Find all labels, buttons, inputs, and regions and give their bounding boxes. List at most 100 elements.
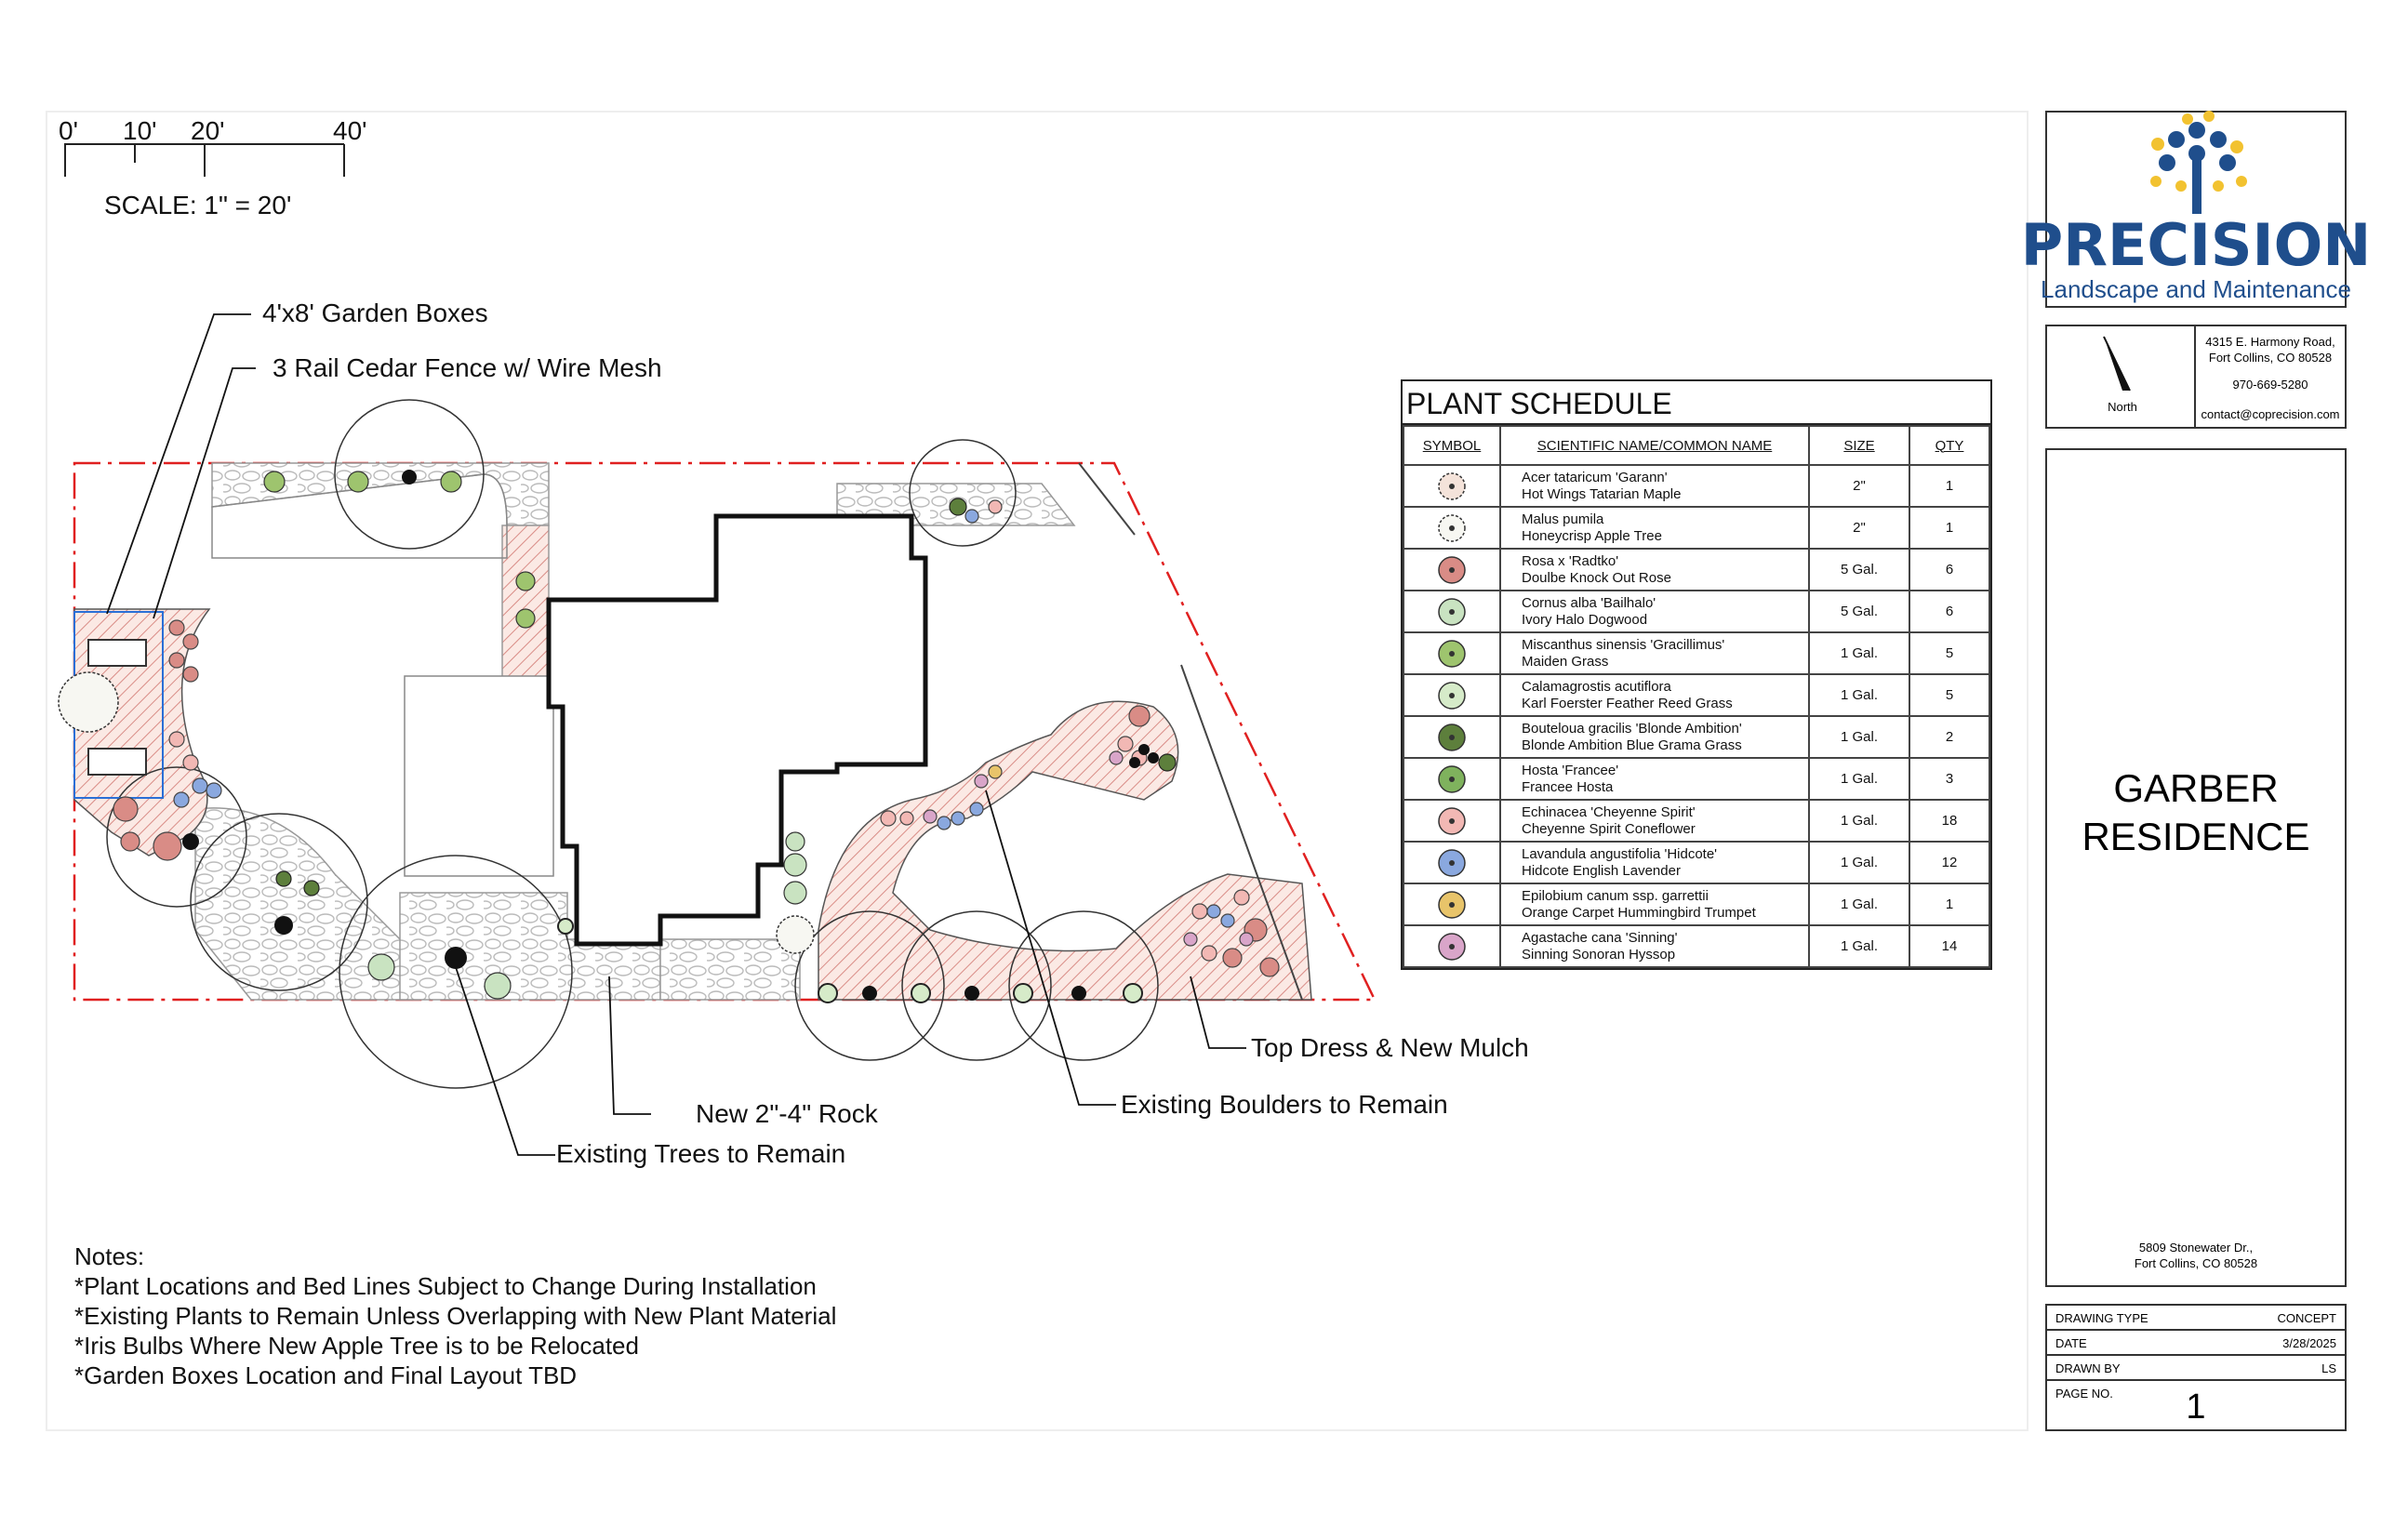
plant-qty: 1 [1909, 883, 1990, 926]
scale-tick-0: 0' [59, 116, 78, 145]
plant-symbol-icon [1438, 639, 1466, 668]
note-item: *Garden Boxes Location and Final Layout … [74, 1361, 578, 1389]
scientific-name: Rosa x 'Radtko' [1522, 552, 1619, 569]
common-name: Blonde Ambition Blue Grama Grass [1522, 737, 1742, 753]
plant-qty: 18 [1909, 799, 1990, 843]
plant-symbol-cell [1403, 506, 1501, 550]
plant-symbol-icon [1438, 890, 1466, 919]
plant-symbol-cell [1403, 548, 1501, 591]
plant-symbol-cell [1403, 757, 1501, 801]
callout-mulch: Top Dress & New Mulch [1251, 1033, 1529, 1062]
scientific-name: Agastache cana 'Sinning' [1522, 929, 1678, 946]
notes: Notes: *Plant Locations and Bed Lines Su… [74, 1241, 836, 1390]
plant-symbol-icon [1438, 555, 1466, 584]
scientific-name: Echinacea 'Cheyenne Spirit' [1522, 803, 1696, 820]
plant-symbols [58, 470, 1280, 1003]
common-name: Karl Foerster Feather Reed Grass [1522, 695, 1733, 711]
note-item: *Iris Bulbs Where New Apple Tree is to b… [74, 1332, 639, 1360]
plant-qty: 14 [1909, 924, 1990, 968]
plant-symbol-icon [1438, 681, 1466, 710]
common-name: Francee Hosta [1522, 778, 1614, 795]
house-footprint [546, 513, 928, 947]
scale-label: SCALE: 1" = 20' [104, 191, 291, 219]
page-no-label: PAGE NO. [2055, 1387, 2113, 1401]
scientific-name: Calamagrostis acutiflora [1522, 678, 1671, 695]
plant-size: 1 Gal. [1808, 883, 1910, 926]
plant-name-cell: Miscanthus sinensis 'Gracillimus'Maiden … [1499, 631, 1810, 675]
plant-symbol-cell [1403, 464, 1501, 508]
plant-size: 2" [1808, 464, 1910, 508]
scientific-name: Lavandula angustifolia 'Hidcote' [1522, 845, 1718, 862]
plant-symbol-icon [1438, 723, 1466, 751]
plant-symbol-cell [1403, 924, 1501, 968]
callout-trees: Existing Trees to Remain [556, 1139, 845, 1168]
header-size: SIZE [1808, 425, 1910, 466]
schedule-row: Lavandula angustifolia 'Hidcote'Hidcote … [1403, 841, 1990, 884]
plant-qty: 1 [1909, 464, 1990, 508]
plant-size: 5 Gal. [1808, 548, 1910, 591]
north-label: North [2108, 400, 2137, 414]
drawing-info [2045, 1304, 2347, 1431]
plant-name-cell: Agastache cana 'Sinning'Sinning Sonoran … [1499, 924, 1810, 968]
scale-tick-40: 40' [333, 116, 367, 145]
plant-symbol-icon [1438, 806, 1466, 835]
plant-size: 2" [1808, 506, 1910, 550]
scientific-name: Bouteloua gracilis 'Blonde Ambition' [1522, 720, 1742, 737]
plant-name-cell: Hosta 'Francee'Francee Hosta [1499, 757, 1810, 801]
plant-symbol-icon [1438, 471, 1466, 500]
plant-qty: 1 [1909, 506, 1990, 550]
plant-symbol-cell [1403, 799, 1501, 843]
company-logo [2045, 111, 2347, 308]
plant-size: 1 Gal. [1808, 715, 1910, 759]
common-name: Cheyenne Spirit Coneflower [1522, 820, 1696, 837]
schedule-body: Acer tataricum 'Garann'Hot Wings Tataria… [1403, 464, 1990, 968]
callout-fence: 3 Rail Cedar Fence w/ Wire Mesh [273, 353, 662, 382]
patio [211, 473, 508, 559]
date-label: DATE [2055, 1336, 2087, 1350]
schedule-header-row: SYMBOL SCIENTIFIC NAME/COMMON NAME SIZE … [1403, 425, 1990, 466]
walk-edge [1078, 462, 1136, 536]
company-address-2: Fort Collins, CO 80528 [2209, 351, 2332, 365]
scientific-name: Epilobium canum ssp. garrettii [1522, 887, 1709, 904]
callout-leaders [106, 313, 1246, 1156]
schedule-row: Echinacea 'Cheyenne Spirit'Cheyenne Spir… [1403, 799, 1990, 843]
scale-tick-10: 10' [123, 116, 157, 145]
plant-symbol-icon [1438, 513, 1466, 542]
company-name: PRECISION [2021, 211, 2371, 279]
scale-bar: 0' 10' 20' 40' SCALE: 1" = 20' [59, 116, 367, 219]
callout-boulders: Existing Boulders to Remain [1121, 1090, 1448, 1119]
plant-symbol-cell [1403, 883, 1501, 926]
header-symbol: SYMBOL [1403, 425, 1501, 466]
plant-size: 1 Gal. [1808, 757, 1910, 801]
plant-symbol-cell [1403, 631, 1501, 675]
schedule-row: Agastache cana 'Sinning'Sinning Sonoran … [1403, 924, 1990, 968]
date-value: 3/28/2025 [2282, 1336, 2336, 1350]
plant-qty: 6 [1909, 590, 1990, 633]
schedule-row: Bouteloua gracilis 'Blonde Ambition'Blon… [1403, 715, 1990, 759]
drawing-type-label: DRAWING TYPE [2055, 1311, 2148, 1325]
scientific-name: Miscanthus sinensis 'Gracillimus' [1522, 636, 1725, 653]
common-name: Ivory Halo Dogwood [1522, 611, 1648, 628]
common-name: Honeycrisp Apple Tree [1522, 527, 1662, 544]
plant-qty: 2 [1909, 715, 1990, 759]
project-name-1: GARBER [2113, 766, 2278, 810]
plant-name-cell: Lavandula angustifolia 'Hidcote'Hidcote … [1499, 841, 1810, 884]
plant-size: 1 Gal. [1808, 799, 1910, 843]
plant-symbol-cell [1403, 841, 1501, 884]
schedule-title: PLANT SCHEDULE [1403, 381, 1990, 425]
plant-size: 1 Gal. [1808, 631, 1910, 675]
plant-name-cell: Rosa x 'Radtko'Doulbe Knock Out Rose [1499, 548, 1810, 591]
drawn-by-label: DRAWN BY [2055, 1361, 2121, 1375]
plant-qty: 5 [1909, 673, 1990, 717]
plant-schedule: PLANT SCHEDULE SYMBOL SCIENTIFIC NAME/CO… [1401, 379, 1992, 970]
scientific-name: Acer tataricum 'Garann' [1522, 469, 1668, 485]
plant-symbol-cell [1403, 590, 1501, 633]
plant-name-cell: Echinacea 'Cheyenne Spirit'Cheyenne Spir… [1499, 799, 1810, 843]
